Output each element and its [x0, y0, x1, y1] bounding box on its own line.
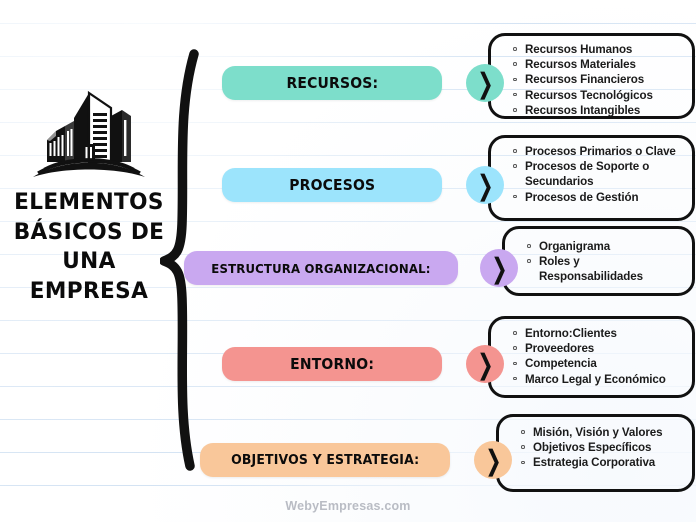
chevron-right-icon: ❯ — [477, 66, 494, 100]
list-item: Roles y Responsabilidades — [527, 254, 684, 284]
chevron-right-icon-objetivos[interactable]: ❯ — [474, 441, 512, 479]
list-item: Recursos Financieros — [513, 72, 684, 87]
list-item: Proveedores — [513, 341, 684, 356]
office-building-icon — [33, 90, 145, 177]
category-pill-procesos[interactable]: PROCESOS — [222, 168, 442, 202]
curly-brace-icon — [160, 49, 199, 471]
list-item: Recursos Intangibles — [513, 103, 684, 118]
list-item: Entorno:Clientes — [513, 326, 684, 341]
list-item: Organigrama — [527, 239, 684, 254]
category-pill-objetivos-estrategia[interactable]: OBJETIVOS Y ESTRATEGIA: — [200, 443, 450, 477]
list-item: Competencia — [513, 356, 684, 371]
list-item: Objetivos Específicos — [521, 440, 684, 455]
list-item: Recursos Materiales — [513, 57, 684, 72]
list-item: Marco Legal y Económico — [513, 372, 684, 387]
page-title: ELEMENTOS BÁSICOS DE UNA EMPRESA — [13, 189, 165, 305]
chevron-right-icon: ❯ — [477, 347, 494, 381]
row-estructura-organizacional: ESTRUCTURA ORGANIZACIONAL: ❯ Organigrama… — [184, 226, 696, 296]
list-item: Misión, Visión y Valores — [521, 425, 684, 440]
list-item: Procesos Primarios o Clave — [513, 144, 684, 159]
row-objetivos-estrategia: OBJETIVOS Y ESTRATEGIA: ❯ Misión, Visión… — [186, 414, 696, 492]
list-item: Procesos de Gestión — [513, 190, 684, 205]
row-recursos: RECURSOS: ❯ Recursos Humanos Recursos Ma… — [186, 33, 696, 119]
detail-callout-estructura: Organigrama Roles y Responsabilidades — [502, 226, 695, 296]
category-label: RECURSOS: — [286, 74, 378, 92]
chevron-right-icon-estructura[interactable]: ❯ — [480, 249, 518, 287]
chevron-right-icon-entorno[interactable]: ❯ — [466, 345, 504, 383]
row-procesos: PROCESOS ❯ Procesos Primarios o Clave Pr… — [186, 135, 696, 221]
category-label: ESTRUCTURA ORGANIZACIONAL: — [211, 260, 431, 276]
detail-callout-procesos: Procesos Primarios o Clave Procesos de S… — [488, 135, 695, 221]
category-pill-entorno[interactable]: ENTORNO: — [222, 347, 442, 381]
detail-callout-objetivos: Misión, Visión y Valores Objetivos Espec… — [496, 414, 695, 492]
category-label: ENTORNO: — [290, 355, 374, 373]
category-pill-recursos[interactable]: RECURSOS: — [222, 66, 442, 100]
watermark: WebyEmpresas.com — [285, 499, 411, 513]
row-entorno: ENTORNO: ❯ Entorno:Clientes Proveedores … — [186, 316, 696, 398]
category-label: PROCESOS — [288, 176, 376, 194]
chevron-right-icon: ❯ — [477, 168, 494, 202]
chevron-right-icon: ❯ — [485, 443, 502, 477]
category-pill-estructura-organizacional[interactable]: ESTRUCTURA ORGANIZACIONAL: — [184, 251, 458, 285]
list-item: Recursos Humanos — [513, 42, 684, 57]
detail-callout-recursos: Recursos Humanos Recursos Materiales Rec… — [488, 33, 695, 119]
chevron-right-icon-procesos[interactable]: ❯ — [466, 166, 504, 204]
title-block: ELEMENTOS BÁSICOS DE UNA EMPRESA — [0, 78, 178, 307]
chevron-right-icon-recursos[interactable]: ❯ — [466, 64, 504, 102]
detail-callout-entorno: Entorno:Clientes Proveedores Competencia… — [488, 316, 695, 398]
list-item: Estrategia Corporativa — [521, 455, 684, 470]
chevron-right-icon: ❯ — [491, 251, 508, 285]
list-item: Recursos Tecnológicos — [513, 88, 684, 103]
list-item: Procesos de Soporte o Secundarios — [513, 159, 684, 189]
category-label: OBJETIVOS Y ESTRATEGIA: — [230, 452, 420, 468]
